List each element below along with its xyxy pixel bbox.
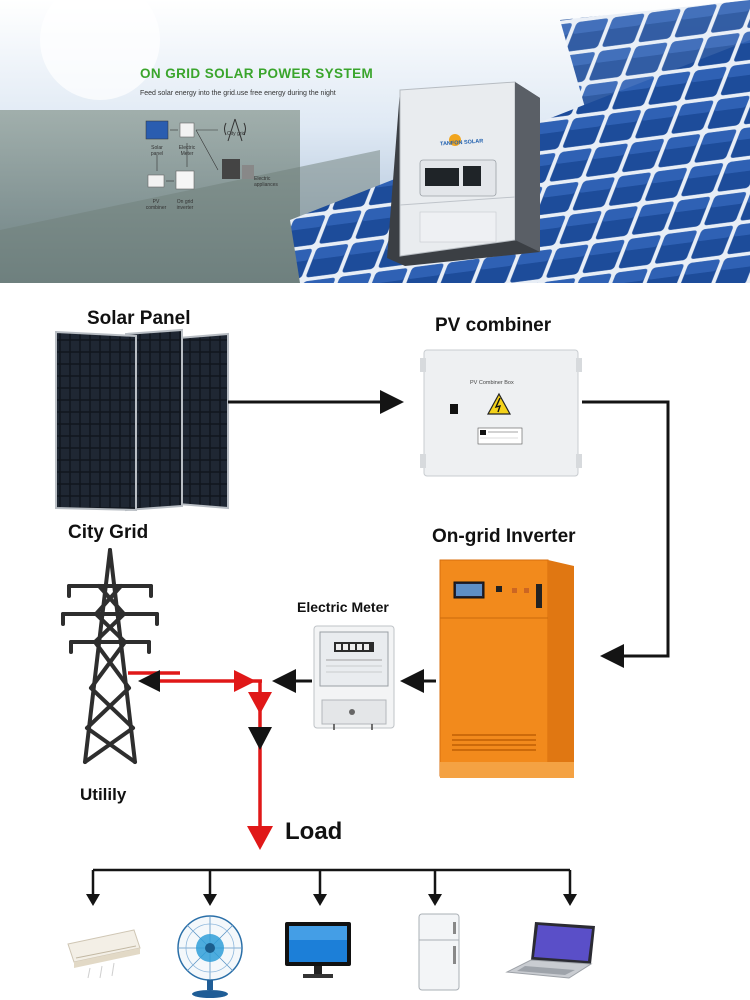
mini-inverter-icon: [175, 170, 195, 190]
pv-combiner-box-image: [420, 349, 582, 477]
mini-meter-label: Electric Meter: [178, 145, 196, 157]
laptop-icon: [505, 922, 595, 979]
refrigerator-icon: [418, 913, 460, 991]
mini-flow-diagram: [145, 118, 254, 190]
mini-city-grid-label: City grid: [227, 131, 246, 137]
mini-combiner-label: PV combiner: [145, 199, 167, 211]
banner-title: ON GRID SOLAR POWER SYSTEM: [140, 66, 374, 81]
mini-meter-icon: [179, 122, 195, 138]
arrow-red-to-load: [247, 826, 273, 850]
combiner-box-text: PV Combiner Box: [470, 380, 514, 386]
mini-tower-icon: [224, 118, 246, 142]
red-power-lines: [128, 671, 262, 830]
mini-combiner-icon: [147, 174, 165, 188]
banner-background: [0, 0, 750, 283]
mini-appliances-icon: [222, 159, 240, 179]
fan-icon: [177, 915, 243, 998]
arrow-combiner-to-inverter: [582, 400, 670, 668]
mini-inverter-label: On grid inverter: [176, 199, 194, 211]
electric-meter-image: [313, 625, 395, 730]
load-distribution-lines: [91, 868, 572, 896]
arrow-to-grid: [138, 670, 160, 692]
arrow-red-down-1: [248, 692, 272, 714]
mini-solar-panel-label: Solar panel: [150, 145, 164, 157]
brand-logo-icon: [449, 134, 461, 146]
television-icon: [285, 922, 351, 978]
banner: ON GRID SOLAR POWER SYSTEM Feed solar en…: [0, 0, 750, 283]
utility-label: Utilily: [80, 785, 127, 804]
solar-panel-image: [55, 328, 229, 512]
mini-solar-panel-icon: [145, 120, 169, 140]
mini-appliances-label: Electric appliances: [254, 176, 278, 188]
ongrid-inverter-label: On-grid Inverter: [432, 526, 576, 547]
arrow-red-junction: [234, 670, 256, 692]
transmission-tower-icon: [61, 548, 159, 764]
combiner-lock-icon: [450, 404, 458, 414]
pv-combiner-label: PV combiner: [435, 315, 552, 336]
high-voltage-warning-icon: [486, 392, 512, 415]
banner-inverter-image: [387, 81, 540, 266]
city-grid-label: City Grid: [68, 522, 149, 543]
electric-meter-label: Electric Meter: [297, 599, 389, 615]
air-conditioner-icon: [67, 929, 141, 979]
banner-subtitle: Feed solar energy into the grid.use free…: [140, 90, 336, 97]
solar-panel-label: Solar Panel: [87, 308, 191, 329]
load-label: Load: [285, 818, 343, 845]
ongrid-inverter-cabinet-image: [439, 559, 574, 778]
arrow-black-down: [248, 727, 272, 750]
